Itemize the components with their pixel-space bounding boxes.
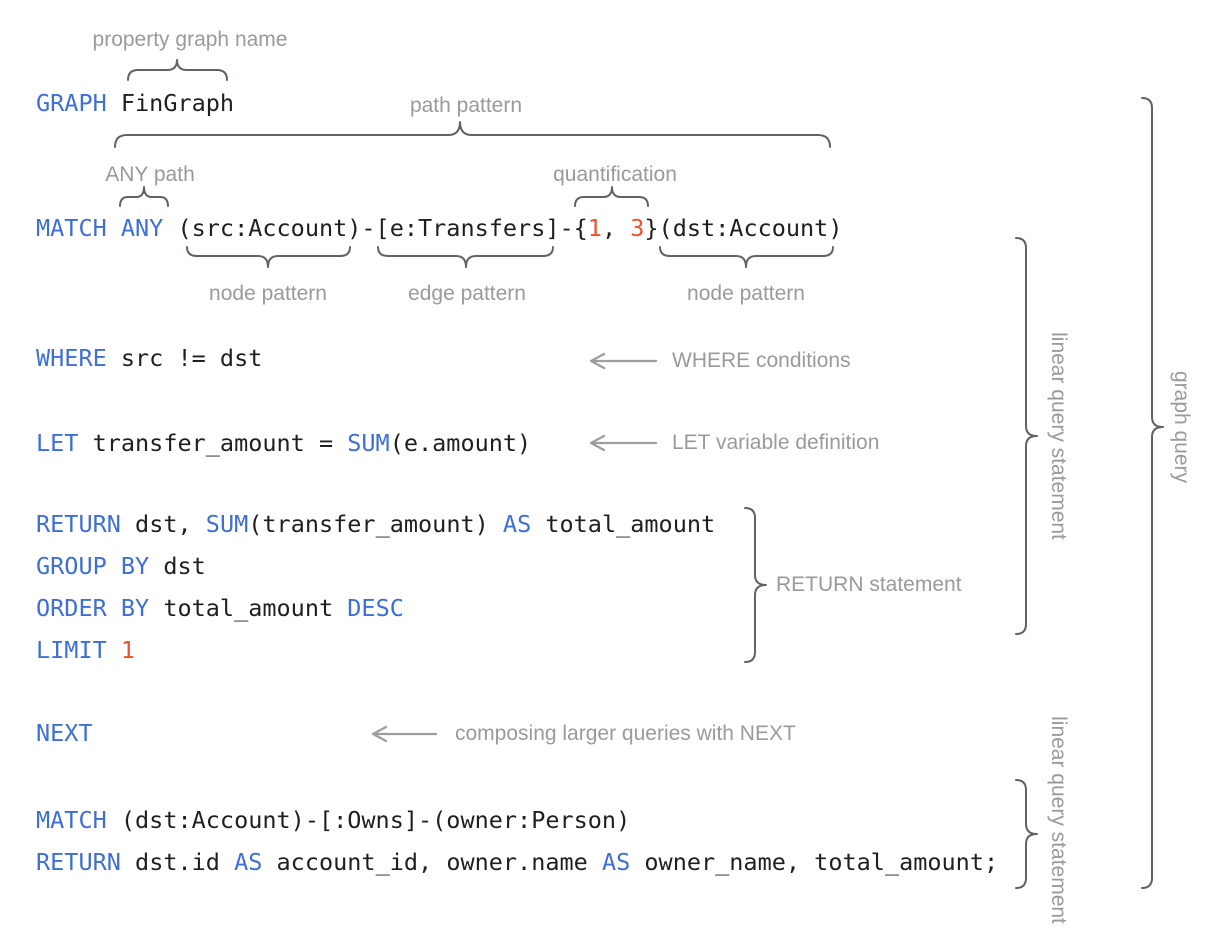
node-pattern-left-label: node pattern: [209, 282, 327, 305]
keyword-desc: DESC: [347, 594, 404, 622]
composing-next-arrow: [371, 725, 438, 743]
keyword-group-by: GROUP BY: [36, 552, 164, 580]
code-line-where: WHERE src != dst: [36, 343, 262, 373]
order-by-column-text: total_amount: [163, 594, 348, 622]
property-graph-name-label: property graph name: [92, 28, 288, 51]
keyword-as-3: AS: [601, 848, 631, 876]
code-line-return-agg: RETURN dst, SUM(transfer_amount) AS tota…: [36, 509, 715, 539]
quantification-label: quantification: [553, 163, 677, 186]
code-line-let: LET transfer_amount = SUM(e.amount): [36, 428, 531, 458]
where-conditions-label: WHERE conditions: [672, 349, 851, 372]
keyword-order-by: ORDER BY: [36, 594, 164, 622]
keyword-next: NEXT: [36, 719, 93, 747]
dst-node-pattern-text: }(dst:Account): [644, 214, 843, 242]
where-condition-text: src != dst: [120, 344, 263, 372]
code-line-order-by: ORDER BY total_amount DESC: [36, 593, 404, 623]
graph-query-label: graph query: [1170, 370, 1193, 484]
node-pattern-right-label: node pattern: [687, 282, 805, 305]
return-statement-brace: [744, 507, 767, 663]
quantifier-lower: 1: [587, 214, 602, 242]
path-pattern-brace: [114, 121, 831, 148]
keyword-sum: SUM: [347, 429, 390, 457]
any-path-label: ANY path: [105, 163, 195, 186]
return-final-col2: account_id, owner.name: [262, 848, 602, 876]
quantification-brace: [574, 186, 649, 207]
where-conditions-arrow: [589, 352, 658, 370]
group-by-column-text: dst: [163, 552, 206, 580]
linear-query-statement-top-brace: [1015, 237, 1038, 635]
keyword-match-any: MATCH ANY: [36, 214, 178, 242]
keyword-match-2: MATCH: [36, 806, 121, 834]
return-statement-label: RETURN statement: [776, 573, 962, 596]
quantifier-upper: 3: [630, 214, 645, 242]
property-graph-name-brace: [127, 59, 228, 81]
return-final-col3: owner_name, total_amount;: [630, 848, 999, 876]
node-pattern-left-brace: [186, 246, 351, 268]
code-line-return-final: RETURN dst.id AS account_id, owner.name …: [36, 847, 998, 877]
return-final-col1: dst.id: [135, 848, 235, 876]
sum-argument-text: (e.amount): [389, 429, 532, 457]
keyword-graph: GRAPH: [36, 89, 121, 117]
keyword-as-2: AS: [234, 848, 263, 876]
let-variable-definition-arrow: [589, 434, 658, 452]
graph-query-brace: [1141, 97, 1164, 889]
path-pattern-text: (src:Account)-[e:Transfers]-{: [177, 214, 588, 242]
any-path-brace: [119, 186, 169, 207]
sum-argument-2-text: (transfer_amount): [248, 510, 503, 538]
code-line-group-by: GROUP BY dst: [36, 551, 206, 581]
graph-name: FinGraph: [120, 89, 235, 117]
limit-value: 1: [120, 636, 136, 664]
code-line-next: NEXT: [36, 718, 93, 748]
keyword-let: LET: [36, 429, 93, 457]
owns-pattern-text: (dst:Account)-[:Owns]-(owner:Person): [120, 806, 631, 834]
let-assignment-text: transfer_amount =: [92, 429, 348, 457]
node-pattern-right-brace: [659, 246, 834, 268]
code-line-graph: GRAPH FinGraph: [36, 88, 234, 118]
path-pattern-label: path pattern: [409, 94, 523, 117]
code-line-limit: LIMIT 1: [36, 635, 135, 665]
linear-query-statement-bottom-label: linear query statement: [1047, 716, 1070, 924]
keyword-return-2: RETURN: [36, 848, 136, 876]
quantifier-separator: ,: [601, 214, 631, 242]
keyword-limit: LIMIT: [36, 636, 121, 664]
linear-query-statement-top-label: linear query statement: [1047, 332, 1070, 540]
linear-query-statement-bottom-brace: [1015, 779, 1038, 889]
composing-next-label: composing larger queries with NEXT: [455, 722, 796, 745]
return-columns-text: dst,: [135, 510, 206, 538]
edge-pattern-brace: [377, 246, 554, 268]
let-variable-definition-label: LET variable definition: [672, 431, 880, 454]
keyword-return: RETURN: [36, 510, 136, 538]
alias-text: total_amount: [531, 510, 716, 538]
code-line-match-owns: MATCH (dst:Account)-[:Owns]-(owner:Perso…: [36, 805, 630, 835]
code-line-match-path: MATCH ANY (src:Account)-[e:Transfers]-{1…: [36, 213, 842, 243]
edge-pattern-label: edge pattern: [408, 282, 526, 305]
keyword-sum-2: SUM: [205, 510, 249, 538]
keyword-as: AS: [502, 510, 532, 538]
keyword-where: WHERE: [36, 344, 121, 372]
